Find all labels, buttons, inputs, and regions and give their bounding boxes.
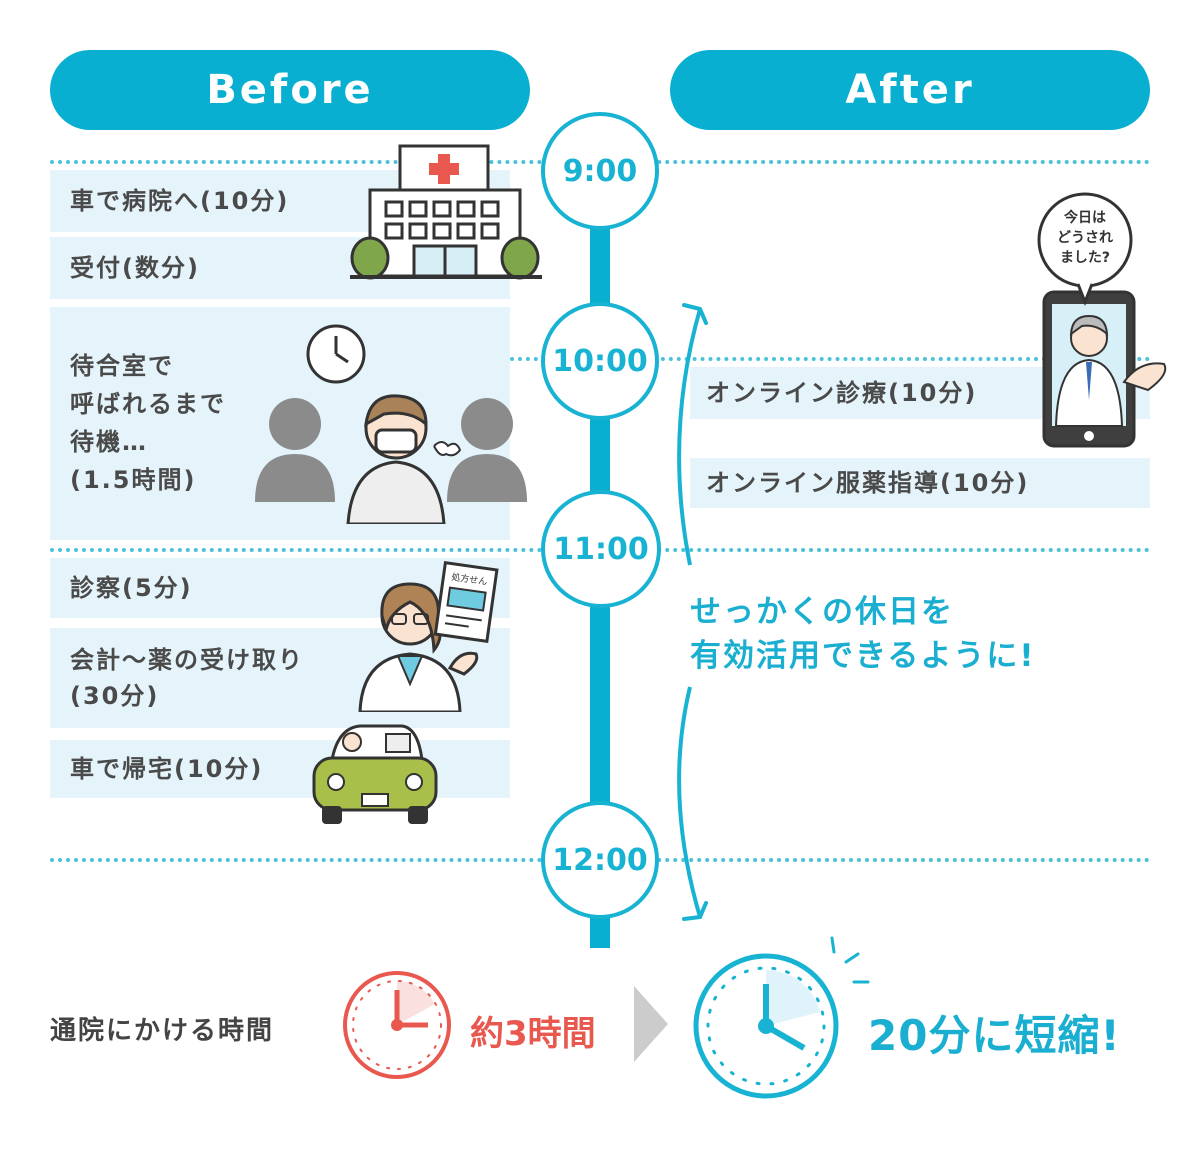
after-message-line-2: 有効活用できるように! <box>690 638 1036 674</box>
before-item-payment-2: (30分) <box>70 682 160 710</box>
masked-person-icon <box>346 394 462 524</box>
before-total-time: 約3時間 <box>470 1014 596 1054</box>
pharmacist-icon <box>358 582 479 712</box>
speech-line-2: どうされ <box>1057 230 1113 246</box>
time-marker-9: 9:00 <box>541 112 659 230</box>
after-message-line-1: せっかくの休日を <box>690 594 954 630</box>
before-item-drive: 車で病院へ(10分) <box>70 187 290 215</box>
before-item-waiting-1: 待合室で <box>70 352 174 380</box>
car-icon <box>312 724 438 824</box>
before-item-waiting-2: 呼ばれるまで <box>70 390 226 418</box>
person-silhouette-icon <box>447 398 527 502</box>
prescription-icon: 処方せん <box>433 561 499 643</box>
speech-bubble-icon: 今日は どうされ ました? <box>1037 192 1133 306</box>
after-item-online-guidance: オンライン服薬指導(10分) <box>706 469 1030 497</box>
curved-arrow-icon <box>677 303 708 921</box>
person-silhouette-icon <box>255 398 335 502</box>
before-header: Before <box>50 50 530 130</box>
after-item-online-consult: オンライン診療(10分) <box>706 379 978 407</box>
after-total-time: 20分に短縮! <box>868 1011 1121 1060</box>
clock-icon <box>693 936 870 1099</box>
before-item-exam: 診察(5分) <box>70 574 193 602</box>
before-item-return: 車で帰宅(10分) <box>70 755 264 783</box>
chevron-right-icon <box>634 986 668 1062</box>
before-item-reception: 受付(数分) <box>70 254 200 282</box>
after-row-online-guidance <box>690 458 1150 508</box>
time-marker-10: 10:00 <box>541 302 659 420</box>
speech-line-3: ました? <box>1060 250 1110 266</box>
footer-label: 通院にかける時間 <box>50 1016 275 1046</box>
before-item-payment-1: 会計〜薬の受け取り <box>70 646 304 674</box>
after-header: After <box>670 50 1150 130</box>
time-marker-12: 12:00 <box>541 801 659 919</box>
time-marker-11: 11:00 <box>541 490 661 608</box>
before-item-waiting-4: (1.5時間) <box>70 466 197 494</box>
before-item-waiting-3: 待機… <box>70 428 148 456</box>
time-line-10 <box>510 357 1150 361</box>
clock-icon <box>343 971 451 1079</box>
wall-clock-icon <box>306 324 366 384</box>
after-message: せっかくの休日を 有効活用できるように! <box>690 590 1036 678</box>
smartphone-doctor-icon <box>1042 290 1167 448</box>
hospital-icon <box>350 144 542 280</box>
speech-line-1: 今日は <box>1063 209 1106 226</box>
